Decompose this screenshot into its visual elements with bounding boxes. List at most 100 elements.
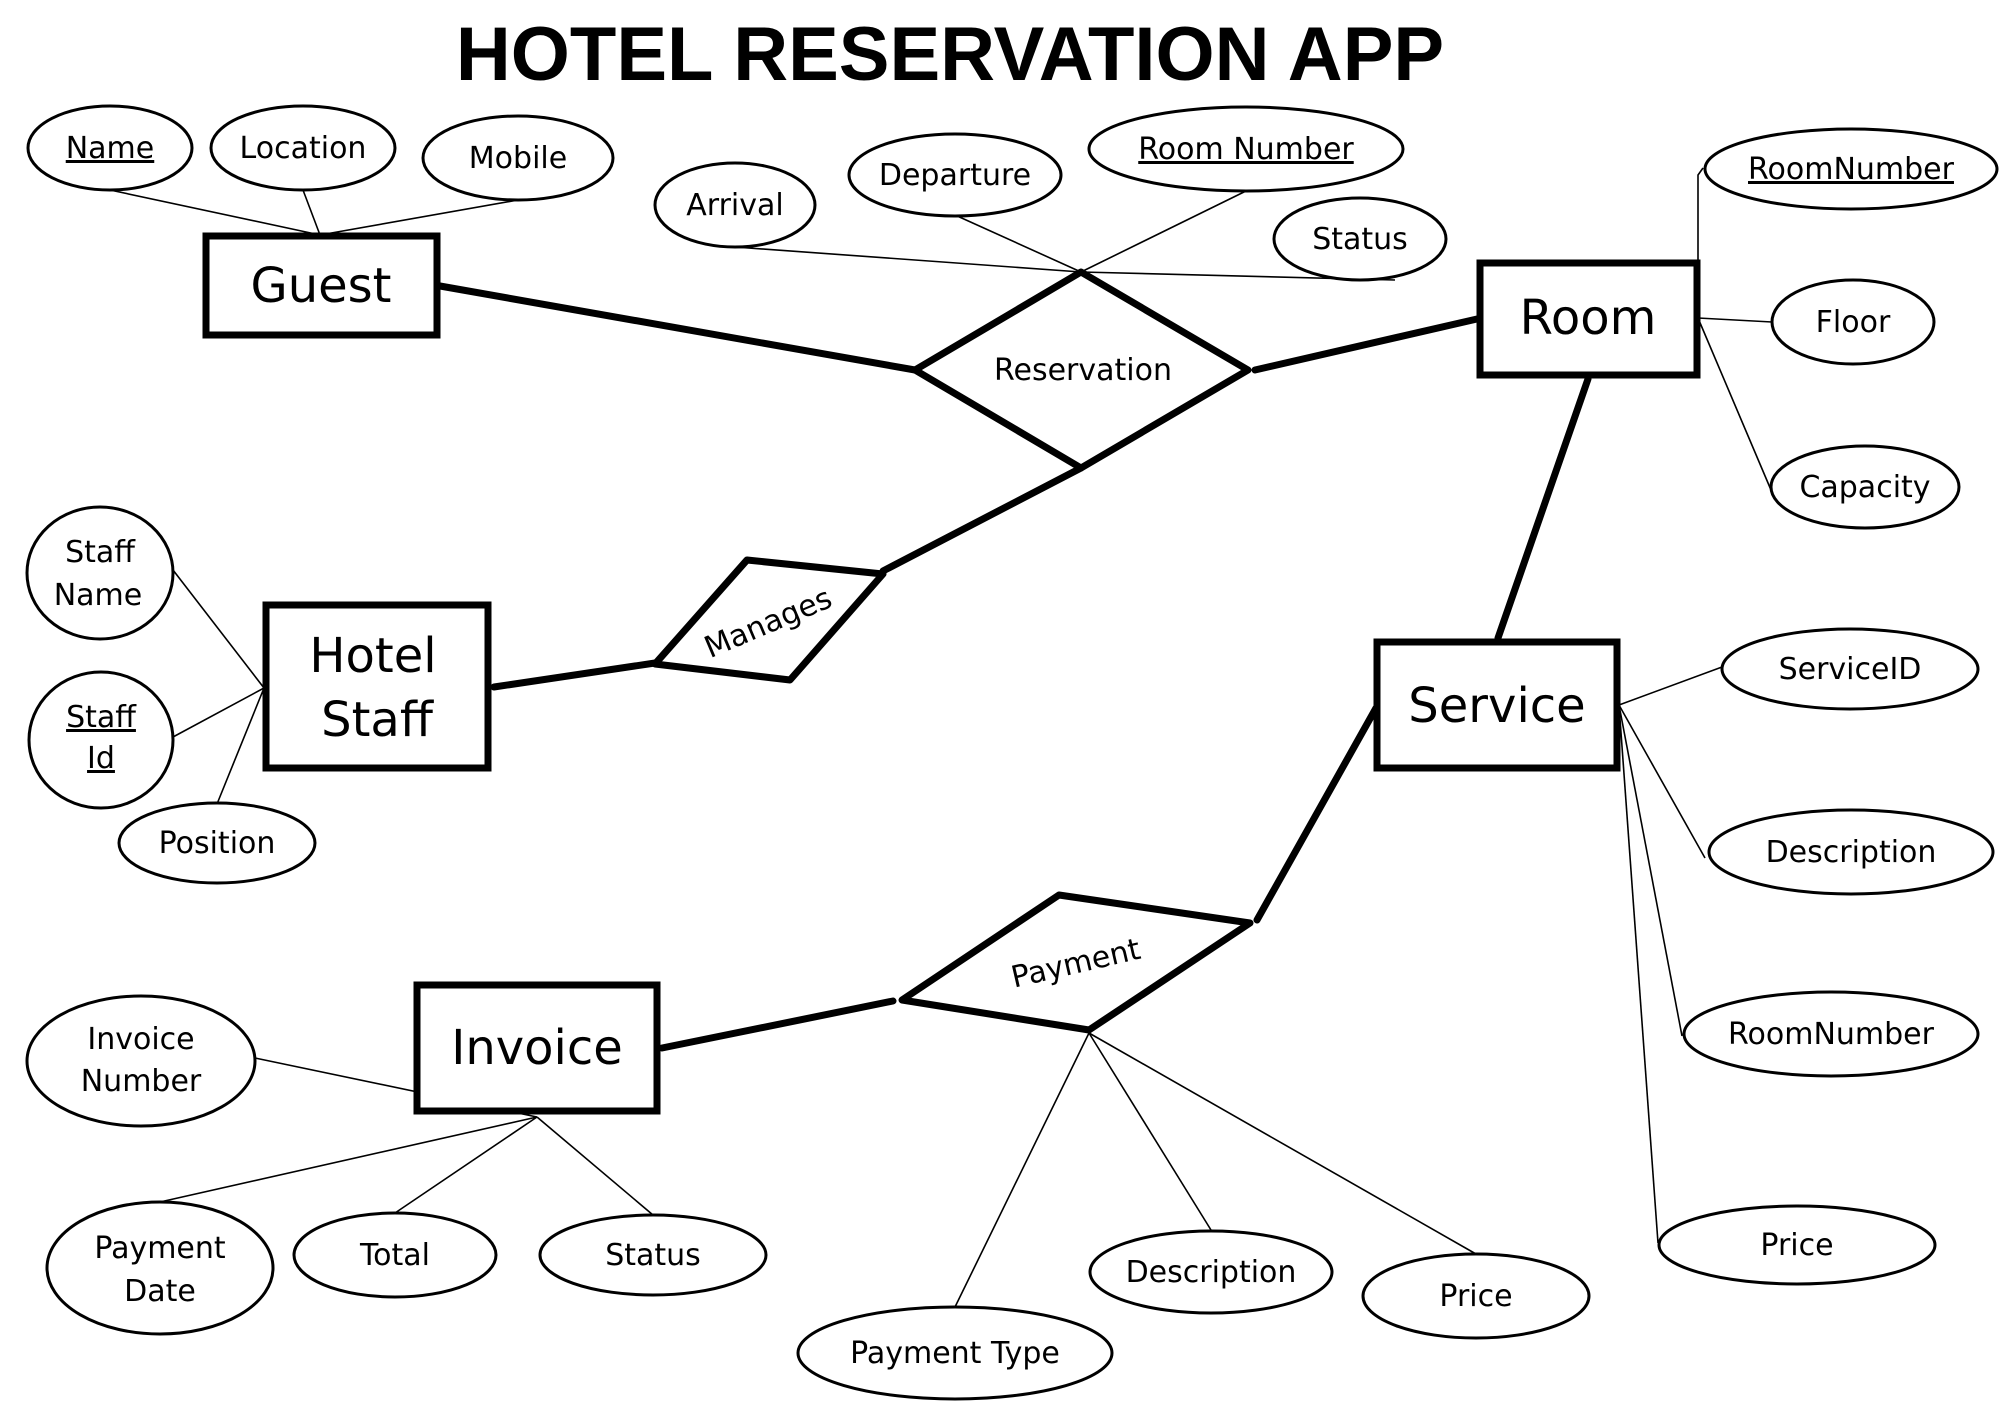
connector-service-description: [1618, 704, 1706, 859]
attribute-invoice-number-label-line1: Invoice: [87, 1022, 194, 1057]
attribute-invoice-total-label: Total: [359, 1238, 430, 1273]
attribute-serviceid-label: ServiceID: [1779, 652, 1922, 687]
attribute-guest-name: Name: [26, 104, 194, 192]
attribute-reservation-status-label: Status: [1312, 222, 1408, 257]
link-reservation-room: [1251, 315, 1481, 374]
attribute-payment-price-label: Price: [1439, 1279, 1512, 1314]
attribute-staff-name-label-line2: Name: [54, 578, 143, 613]
link-manages-hotel-staff: [490, 659, 659, 691]
diagram-title: HOTEL RESERVATION APP: [456, 12, 1444, 97]
attribute-service-roomnumber-label: RoomNumber: [1728, 1017, 1935, 1052]
connector-service-roomnumber: [1618, 704, 1683, 1037]
connector-room-number: [1080, 190, 1247, 273]
attribute-guest-name-label: Name: [66, 131, 155, 166]
attribute-room-number: Room Number: [1087, 105, 1405, 193]
entity-invoice-label: Invoice: [451, 1020, 623, 1076]
attribute-payment-description-label: Description: [1126, 1255, 1297, 1290]
link-reservation-manages: [879, 464, 1085, 575]
attribute-payment-type: Payment Type: [796, 1305, 1114, 1401]
attribute-invoice-number-label-line2: Number: [81, 1064, 202, 1099]
attribute-payment-date-label-line1: Payment: [94, 1231, 226, 1266]
connector-guest-mobile: [319, 199, 519, 236]
attribute-departure-label: Departure: [879, 158, 1031, 193]
connector-serviceid: [1618, 666, 1723, 706]
connector-guest-name: [109, 189, 321, 236]
relationship-payment: Payment: [898, 891, 1254, 1034]
connector-payment-date: [159, 1116, 538, 1203]
attribute-payment-date: Payment Date: [45, 1200, 275, 1336]
connector-room-capacity: [1697, 317, 1772, 491]
attribute-departure: Departure: [847, 132, 1063, 218]
connector-service-price: [1618, 704, 1659, 1244]
attribute-guest-mobile-label: Mobile: [469, 141, 567, 176]
connector-invoice-status: [536, 1116, 654, 1216]
attribute-invoice-status: Status: [538, 1213, 768, 1297]
attribute-room-roomnumber-label: RoomNumber: [1748, 152, 1955, 187]
connector-payment-type: [954, 1032, 1090, 1308]
attribute-guest-mobile: Mobile: [421, 114, 615, 202]
link-payment-invoice: [658, 997, 897, 1052]
entity-room-label: Room: [1520, 290, 1657, 346]
attribute-staff-id-label-line2: Id: [87, 741, 115, 776]
attribute-room-capacity-label: Capacity: [1799, 470, 1930, 505]
attribute-staff-position: Position: [117, 801, 317, 885]
entity-hotel-staff-label-line2: Staff: [321, 692, 434, 748]
attribute-arrival-label: Arrival: [686, 188, 783, 223]
attribute-serviceid: ServiceID: [1720, 627, 1980, 711]
connector-room-roomnumber: [1697, 167, 1704, 262]
attribute-reservation-status: Status: [1272, 196, 1448, 282]
attribute-payment-description: Description: [1088, 1229, 1334, 1315]
entity-guest: Guest: [202, 232, 441, 339]
attribute-service-roomnumber: RoomNumber: [1682, 990, 1980, 1078]
connector-staff-name: [172, 569, 265, 689]
attribute-room-floor: Floor: [1770, 278, 1936, 366]
attribute-staff-name-label-line1: Staff: [65, 535, 136, 570]
attribute-service-price: Price: [1657, 1204, 1937, 1286]
connector-guest-location: [302, 189, 321, 236]
connector-payment-price: [1088, 1032, 1477, 1255]
entity-service-label: Service: [1408, 678, 1585, 734]
attribute-invoice-total: Total: [292, 1211, 498, 1299]
attribute-staff-id: Staff Id: [27, 670, 175, 810]
link-guest-reservation: [436, 282, 919, 374]
attribute-arrival: Arrival: [653, 161, 817, 249]
attribute-staff-id-label-line1: Staff: [66, 700, 137, 735]
attribute-room-floor-label: Floor: [1816, 305, 1891, 340]
attribute-guest-location: Location: [209, 104, 397, 192]
attribute-room-roomnumber: RoomNumber: [1703, 127, 1999, 211]
relationship-reservation-label: Reservation: [994, 353, 1172, 388]
entity-hotel-staff: Hotel Staff: [262, 601, 492, 772]
entity-room: Room: [1476, 259, 1701, 379]
connector-staff-position: [216, 687, 265, 805]
attribute-staff-position-label: Position: [159, 826, 276, 861]
link-service-payment: [1253, 704, 1380, 924]
attribute-service-description: Description: [1707, 808, 1995, 896]
entity-invoice: Invoice: [413, 981, 661, 1115]
attribute-connectors: [109, 167, 1773, 1308]
connector-payment-description: [1088, 1032, 1212, 1231]
attribute-staff-name: Staff Name: [25, 505, 175, 641]
link-room-service: [1494, 375, 1592, 642]
attribute-service-price-label: Price: [1760, 1228, 1833, 1263]
relationship-reservation: Reservation: [911, 268, 1252, 472]
connector-staff-id: [172, 687, 265, 738]
attribute-invoice-status-label: Status: [605, 1238, 701, 1273]
attribute-payment-type-label: Payment Type: [850, 1336, 1060, 1371]
connector-total: [394, 1116, 538, 1214]
relationship-connectors: [436, 282, 1592, 1052]
entity-guest-label: Guest: [251, 258, 392, 314]
connector-departure: [954, 214, 1082, 273]
attribute-room-capacity: Capacity: [1769, 444, 1961, 530]
connector-room-floor: [1697, 317, 1773, 323]
entity-service: Service: [1373, 638, 1621, 772]
attribute-payment-price: Price: [1361, 1252, 1591, 1340]
attribute-payment-date-label-line2: Date: [124, 1274, 196, 1309]
attribute-room-number-label: Room Number: [1138, 132, 1354, 167]
relationship-manages: Manages: [651, 556, 887, 684]
attribute-service-description-label: Description: [1766, 835, 1937, 870]
attribute-invoice-number: Invoice Number: [25, 994, 257, 1128]
entity-hotel-staff-label-line1: Hotel: [309, 628, 436, 684]
attribute-guest-location-label: Location: [240, 131, 367, 166]
connector-arrival: [734, 246, 1082, 273]
